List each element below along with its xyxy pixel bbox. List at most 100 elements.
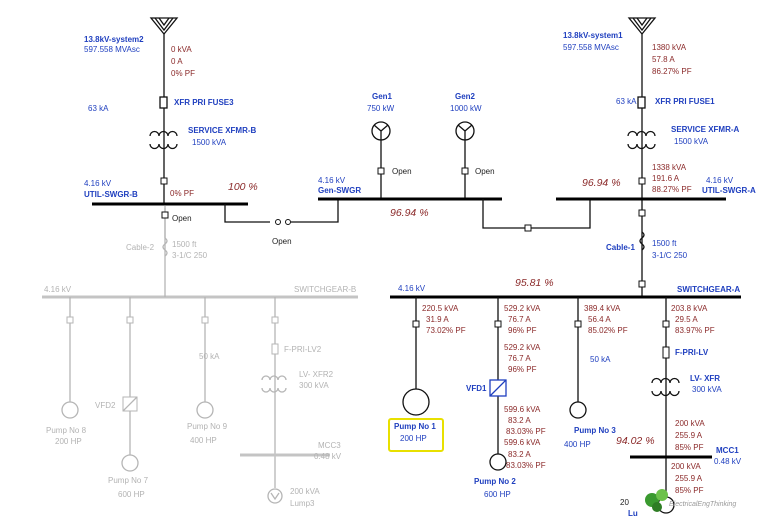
xfr-pri-fuse1-icon[interactable] <box>637 96 646 109</box>
fuse1-ka: 63 kA <box>616 97 637 106</box>
lv-xfr2-primary-icon <box>261 375 287 381</box>
system1-pf: 86.27% PF <box>652 67 692 76</box>
watermark-gear-3-icon <box>652 502 662 512</box>
system2-kva: 0 kVA <box>171 45 192 54</box>
fuse3-label: XFR PRI FUSE3 <box>174 98 234 107</box>
system2-amps: 0 A <box>171 57 183 66</box>
lump3-name: Lump3 <box>290 499 315 508</box>
f-pri-lv2-fuse-icon[interactable] <box>271 343 279 355</box>
cable-2-size: 3-1/C 250 <box>172 251 208 260</box>
pump-2-feed-amps: 76.7 A <box>508 315 531 324</box>
pump-1-hp: 200 HP <box>400 434 427 443</box>
pump-7-hp: 600 HP <box>118 490 145 499</box>
gen-tie-line-2 <box>531 199 591 229</box>
swgr-b-kv: 4.16 kV <box>44 285 72 294</box>
cable-1-icon[interactable] <box>639 231 645 251</box>
util-b-name: UTIL-SWGR-B <box>84 190 138 199</box>
util-a-feeder-breaker-icon[interactable] <box>638 209 646 217</box>
lump3-kva: 200 kVA <box>290 487 320 496</box>
util-b-kv: 4.16 kV <box>84 179 112 188</box>
lv-sec-kva: 200 kVA <box>675 419 705 428</box>
system1-amps: 57.8 A <box>652 55 675 64</box>
pump-9-breaker-icon[interactable] <box>201 316 209 324</box>
system2-name: 13.8kV-system2 <box>84 35 144 44</box>
system2-mvasc: 597.558 MVAsc <box>84 45 140 54</box>
pump-1-motor-icon[interactable] <box>402 388 430 416</box>
pump-7-name: Pump No 7 <box>108 476 149 485</box>
pump-2-motor-kva: 599.6 kVA <box>504 438 541 447</box>
system1-name: 13.8kV-system1 <box>563 31 623 40</box>
pump-2-feed-pf: 96% PF <box>508 326 537 335</box>
lv-xfr2-name: LV- XFR2 <box>299 370 334 379</box>
lump-amps: 255.9 A <box>675 474 703 483</box>
gen2-rating: 1000 kW <box>450 104 482 113</box>
vfd1-in-amps: 76.7 A <box>508 354 531 363</box>
pump-1-selection-box[interactable] <box>388 418 444 452</box>
lv-feed-amps: 29.5 A <box>675 315 698 324</box>
pump-7-motor-icon[interactable] <box>121 454 139 472</box>
pump-3-pf: 85.02% PF <box>588 326 628 335</box>
xfmr-a-sec-pf: 88.27% PF <box>652 185 692 194</box>
lump3-icon[interactable] <box>267 488 283 504</box>
vfd1-out-amps: 83.2 A <box>508 416 531 425</box>
gen-tie-breaker-icon[interactable] <box>524 224 532 232</box>
xfmr-a-breaker-icon[interactable] <box>638 177 646 185</box>
pump-2-motor-icon[interactable] <box>489 453 507 471</box>
pump-3-kva: 389.4 kVA <box>584 304 621 313</box>
pump-3-breaker-icon[interactable] <box>574 320 582 328</box>
pump-3-hp: 400 HP <box>564 440 591 449</box>
util-b-feeder-breaker-icon[interactable] <box>161 211 169 219</box>
watermark-text: ElectricalEngThinking <box>669 501 737 508</box>
xfmr-a-sec-amps: 191.6 A <box>652 174 680 183</box>
f-pri-lv-fuse-icon[interactable] <box>662 346 670 359</box>
gen-swgr-name: Gen-SWGR <box>318 186 362 195</box>
pump-3-ka: 50 kA <box>590 355 611 364</box>
swgr-a-main-breaker-icon[interactable] <box>638 280 646 288</box>
swgr-b-name: SWITCHGEAR-B <box>294 285 357 294</box>
pump-2-feed-kva: 529.2 kVA <box>504 304 541 313</box>
pump-8-hp: 200 HP <box>55 437 82 446</box>
lv-xfr2-breaker-icon[interactable] <box>271 316 279 324</box>
pump-3-motor-icon[interactable] <box>569 401 587 419</box>
pump-2-hp: 600 HP <box>484 490 511 499</box>
tie-open-label: Open <box>272 237 292 246</box>
mcc1-kv: 0.48 kV <box>714 457 742 466</box>
pump-2-motor-pf: 83.03% PF <box>506 461 546 470</box>
pump-1-breaker-icon[interactable] <box>412 320 420 328</box>
vfd1-in-pf: 96% PF <box>508 365 537 374</box>
gen2-name: Gen2 <box>455 92 476 101</box>
gen2-breaker-icon[interactable] <box>461 167 469 175</box>
pump-8-breaker-icon[interactable] <box>66 316 74 324</box>
tie-b-line <box>224 204 270 223</box>
pump-8-motor-icon[interactable] <box>61 401 79 419</box>
gen1-breaker-icon[interactable] <box>377 167 385 175</box>
xfmr-a-sec-kva: 1338 kVA <box>652 163 687 172</box>
xfmr-a-rating: 1500 kVA <box>674 137 709 146</box>
lv-xfr-primary-icon <box>651 377 680 384</box>
pump-9-motor-icon[interactable] <box>196 401 214 419</box>
tie-open-switch-right-icon[interactable] <box>285 219 291 225</box>
tie-open-switch-left-icon[interactable] <box>275 219 281 225</box>
lv-xfr-breaker-icon[interactable] <box>662 320 670 328</box>
mcc1-pct: 94.02 % <box>616 435 655 447</box>
xfmr-b-breaker-icon[interactable] <box>160 177 168 185</box>
mcc1-name: MCC1 <box>716 446 739 455</box>
swgr-a-kv: 4.16 kV <box>398 284 426 293</box>
watermark-gear-2-icon <box>656 489 668 501</box>
cable-2-icon <box>162 237 168 257</box>
xfmr-a-primary-icon <box>627 130 656 137</box>
pump-7-breaker-icon[interactable] <box>126 316 134 324</box>
gen-swgr-kv: 4.16 kV <box>318 176 346 185</box>
xfr-pri-fuse3-icon[interactable] <box>159 96 168 109</box>
pump-2-breaker-icon[interactable] <box>494 320 502 328</box>
util-b-open-label: Open <box>172 214 192 223</box>
lump3-arrow-icon <box>270 492 280 501</box>
swgr-a-name: SWITCHGEAR-A <box>677 285 741 294</box>
util-b-pf: 0% PF <box>170 189 195 198</box>
pump-1-amps: 31.9 A <box>426 315 449 324</box>
lv-xfr-secondary-icon <box>651 390 680 397</box>
pump-1-name: Pump No 1 <box>394 422 436 431</box>
vfd1-diagonal <box>489 379 507 397</box>
pump-8-name: Pump No 8 <box>46 426 87 435</box>
